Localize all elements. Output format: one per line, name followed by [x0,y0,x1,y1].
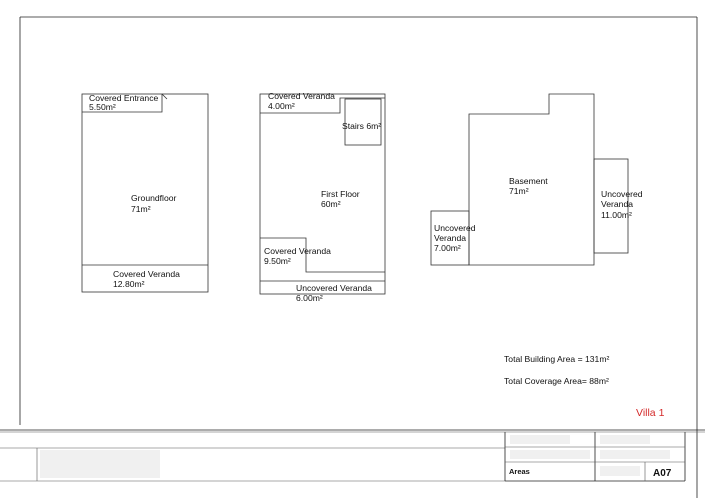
basement-area: 71m² [509,186,529,196]
redacted-cell-5 [600,466,640,476]
first-floor-top-veranda-area: 4.00m² [268,101,295,111]
title-block: Areas A07 [0,429,705,482]
first-floor-plan: Covered Veranda 4.00m² Stairs 6m² First … [259,91,386,303]
basement-left-veranda-line2: Veranda [434,233,466,243]
first-floor-uncovered-label: Uncovered Veranda [296,283,372,293]
covered-entrance-label: Covered Entrance [89,93,158,103]
redacted-cell-3 [510,450,590,459]
villa-label: Villa 1 [636,407,665,419]
groundfloor-label: Groundfloor [131,193,177,203]
groundfloor-veranda-label: Covered Veranda [113,269,180,279]
groundfloor-veranda-area: 12.80m² [113,279,145,289]
total-building-area: Total Building Area = 131m² [504,354,609,364]
redacted-field [40,450,160,478]
basement-right-veranda [593,158,629,254]
first-floor-area: 60m² [321,199,341,209]
first-floor-uncovered-area: 6.00m² [296,293,323,303]
stairs-label: Stairs 6m² [342,121,381,131]
first-floor-side-veranda-area: 9.50m² [264,256,291,266]
basement-right-veranda-line2: Veranda [601,199,633,209]
groundfloor-outline [81,93,209,293]
first-floor-side-veranda [260,237,385,273]
redacted-cell-4 [600,450,670,459]
basement-right-veranda-line1: Uncovered [601,189,643,199]
groundfloor-area: 71m² [131,204,151,214]
total-coverage-area: Total Coverage Area= 88m² [504,376,609,386]
first-floor-top-veranda [260,97,385,114]
stairs-room [344,98,382,146]
sheet-name: Areas [509,467,530,476]
first-floor-top-veranda-label: Covered Veranda [268,91,335,101]
covered-entrance-room [82,94,163,113]
covered-entrance-area: 5.50m² [89,102,116,112]
first-floor-outline [259,93,386,295]
redacted-cell-2 [600,435,650,444]
covered-entrance-notch [161,93,168,100]
basement-label: Basement [509,176,548,186]
basement-left-veranda-area: 7.00m² [434,243,461,253]
groundfloor-plan: Covered Entrance 5.50m² Groundfloor 71m²… [81,93,209,293]
basement-plan: Basement 71m² Uncovered Veranda 7.00m² U… [430,93,643,266]
sheet-number: A07 [653,468,672,479]
first-floor-side-veranda-label: Covered Veranda [264,246,331,256]
basement-left-veranda [430,210,470,266]
first-floor-label: First Floor [321,189,360,199]
basement-right-veranda-area: 11.00m² [601,210,632,220]
redacted-cell-1 [510,435,570,444]
basement-left-veranda-line1: Uncovered [434,223,476,233]
